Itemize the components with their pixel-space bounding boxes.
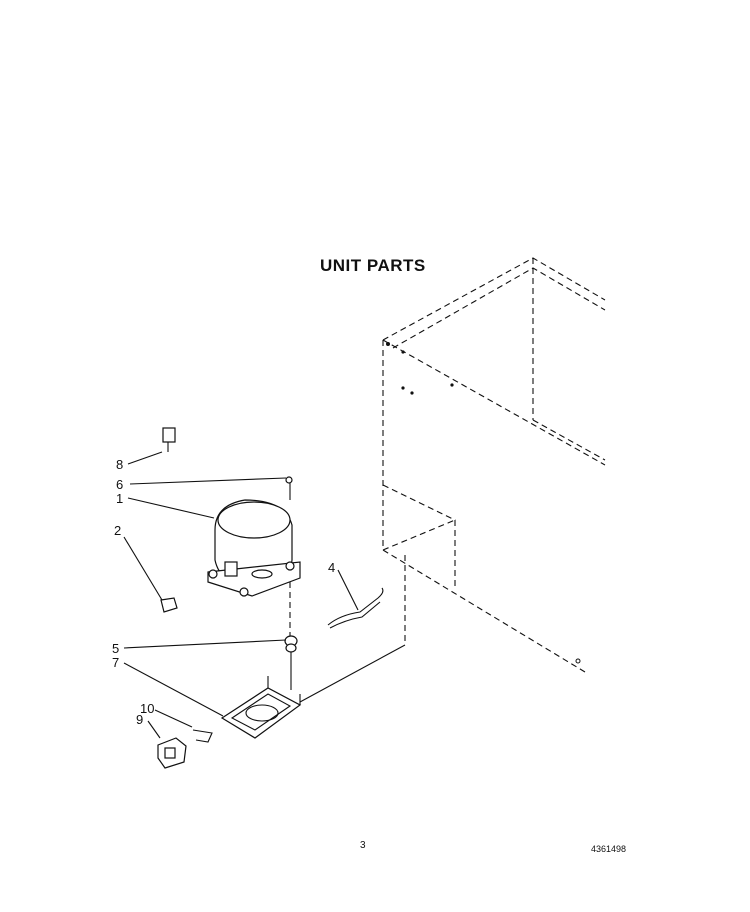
page-title: UNIT PARTS (320, 256, 426, 275)
callout-1: 1 (116, 491, 123, 506)
cabinet-outline (382, 257, 606, 673)
callout-8: 8 (116, 457, 123, 472)
part-6-pin (285, 476, 293, 484)
part-9-overload (157, 737, 187, 769)
callout-4: 4 (328, 560, 335, 575)
document-number: 4361498 (591, 844, 627, 854)
part-10-clip (192, 729, 213, 743)
part-8-clip (162, 427, 176, 452)
callout-2: 2 (114, 523, 121, 538)
callout-5: 5 (112, 641, 119, 656)
callout-10: 10 (140, 701, 154, 716)
callout-labels: 8 6 1 2 4 5 7 10 9 (112, 457, 335, 727)
leader-lines (123, 451, 406, 739)
page-number: 3 (360, 840, 366, 851)
callout-9: 9 (136, 712, 143, 727)
callout-7: 7 (112, 655, 119, 670)
part-7-base (220, 676, 302, 739)
part-5-grommet (284, 635, 298, 653)
part-1-compressor (207, 499, 301, 597)
callout-6: 6 (116, 477, 123, 492)
part-2-relay (160, 597, 178, 613)
part-4-tube (327, 587, 384, 629)
